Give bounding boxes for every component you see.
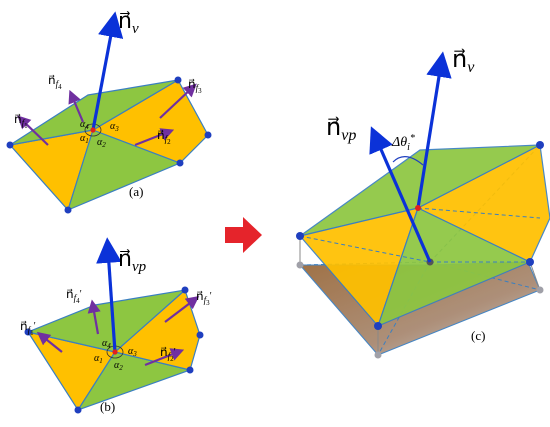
panel-b-nf4-label: n⃗f4′: [66, 287, 82, 305]
panel-c-theta-label: Δθi*: [391, 133, 415, 153]
panel-c-vertex: [296, 232, 304, 240]
panel-b-face-normal-3: [164, 296, 200, 323]
panel-a-vertex: [6, 141, 14, 149]
panel-c-nvp-label: n⃗vp: [326, 115, 356, 144]
panel-b-face-normal-1: [36, 331, 63, 353]
panel-b-nf3-label: n⃗f3′: [196, 289, 212, 307]
panel-b-face-normal-4: [87, 299, 101, 335]
panel-b-nf1-label: n⃗f1′: [20, 319, 36, 337]
panel-c-shadow-vertex: [296, 261, 304, 269]
panel-c-angle-arc: [392, 156, 424, 166]
panel-b: n⃗vp n⃗f1′ n⃗f4′ n⃗f3′ n⃗f2′ α1 α2 α3 α4…: [20, 237, 212, 414]
panel-b-alpha4: α4: [102, 338, 111, 350]
panel-b-nvp-label: n⃗vp: [118, 246, 147, 275]
panel-b-vertex: [196, 331, 204, 339]
panel-a-alpha2: α2: [97, 137, 106, 149]
panel-c-vertex: [536, 141, 544, 149]
panel-a-alpha3: α3: [110, 121, 119, 133]
panel-c: n⃗v n⃗vp Δθi* (c): [296, 47, 550, 359]
panel-a-caption: (a): [129, 184, 143, 199]
panel-a-vertex: [176, 159, 184, 167]
panel-a-vertex: [64, 206, 72, 214]
panel-a-nv-label: n⃗v: [118, 8, 139, 37]
panel-b-alpha3: α3: [128, 346, 137, 358]
panel-c-center-point: [415, 205, 421, 211]
panel-c-caption: (c): [471, 328, 485, 343]
panel-a-alpha4: α4: [80, 119, 89, 131]
panel-b-vertex-normal: [96, 237, 122, 353]
panel-b-nf2-label: n⃗f2′: [160, 345, 176, 363]
panel-c-nv-arrow: [416, 51, 452, 209]
panel-b-vertex: [186, 366, 194, 374]
panel-c-vertex: [374, 322, 382, 330]
panel-b-vertex: [24, 328, 32, 336]
panel-a-nf1-label: n⃗f1: [14, 112, 28, 130]
panel-a-nf3-label: n⃗f3: [188, 77, 202, 95]
panel-b-vertex: [74, 406, 82, 414]
panel-c-shadow-vertex: [536, 286, 544, 294]
panel-b-center-point: [112, 349, 118, 355]
panel-c-vertex: [526, 258, 534, 266]
panel-c-projection-edge: [299, 235, 431, 263]
panel-a-vertex: [174, 76, 182, 84]
panel-c-shadow-vertex: [374, 351, 382, 359]
panel-a: n⃗v n⃗f1 n⃗f4 n⃗f3 n⃗f2 α1 α2 α3 α4 (a): [6, 8, 212, 214]
panel-a-face-normal-2: [134, 128, 175, 147]
panel-a-alpha1: α1: [80, 133, 89, 145]
panel-a-nf2-label: n⃗f2: [157, 128, 171, 146]
panel-c-face-right: [416, 144, 550, 263]
transition-arrow: [225, 217, 262, 253]
panel-a-face-normal-3: [159, 83, 197, 119]
panel-a-nf4-label: n⃗f4: [48, 73, 62, 91]
panel-c-nv-label: n⃗v: [452, 47, 475, 76]
panel-b-alpha1: α1: [94, 353, 103, 365]
panel-b-face-normal-2: [144, 348, 185, 367]
panel-c-nvp-arrow: [369, 126, 432, 263]
panel-c-drop-line: [529, 261, 541, 291]
panel-a-vertex: [204, 131, 212, 139]
panel-a-face-normal-4: [68, 89, 85, 123]
panel-a-vertex-normal: [91, 11, 124, 131]
panel-a-center-point: [90, 127, 96, 133]
panel-a-face-normal-1: [17, 115, 49, 146]
panel-b-vertex: [181, 286, 189, 294]
panel-b-caption: (b): [100, 399, 115, 414]
panel-b-alpha2: α2: [114, 360, 123, 372]
